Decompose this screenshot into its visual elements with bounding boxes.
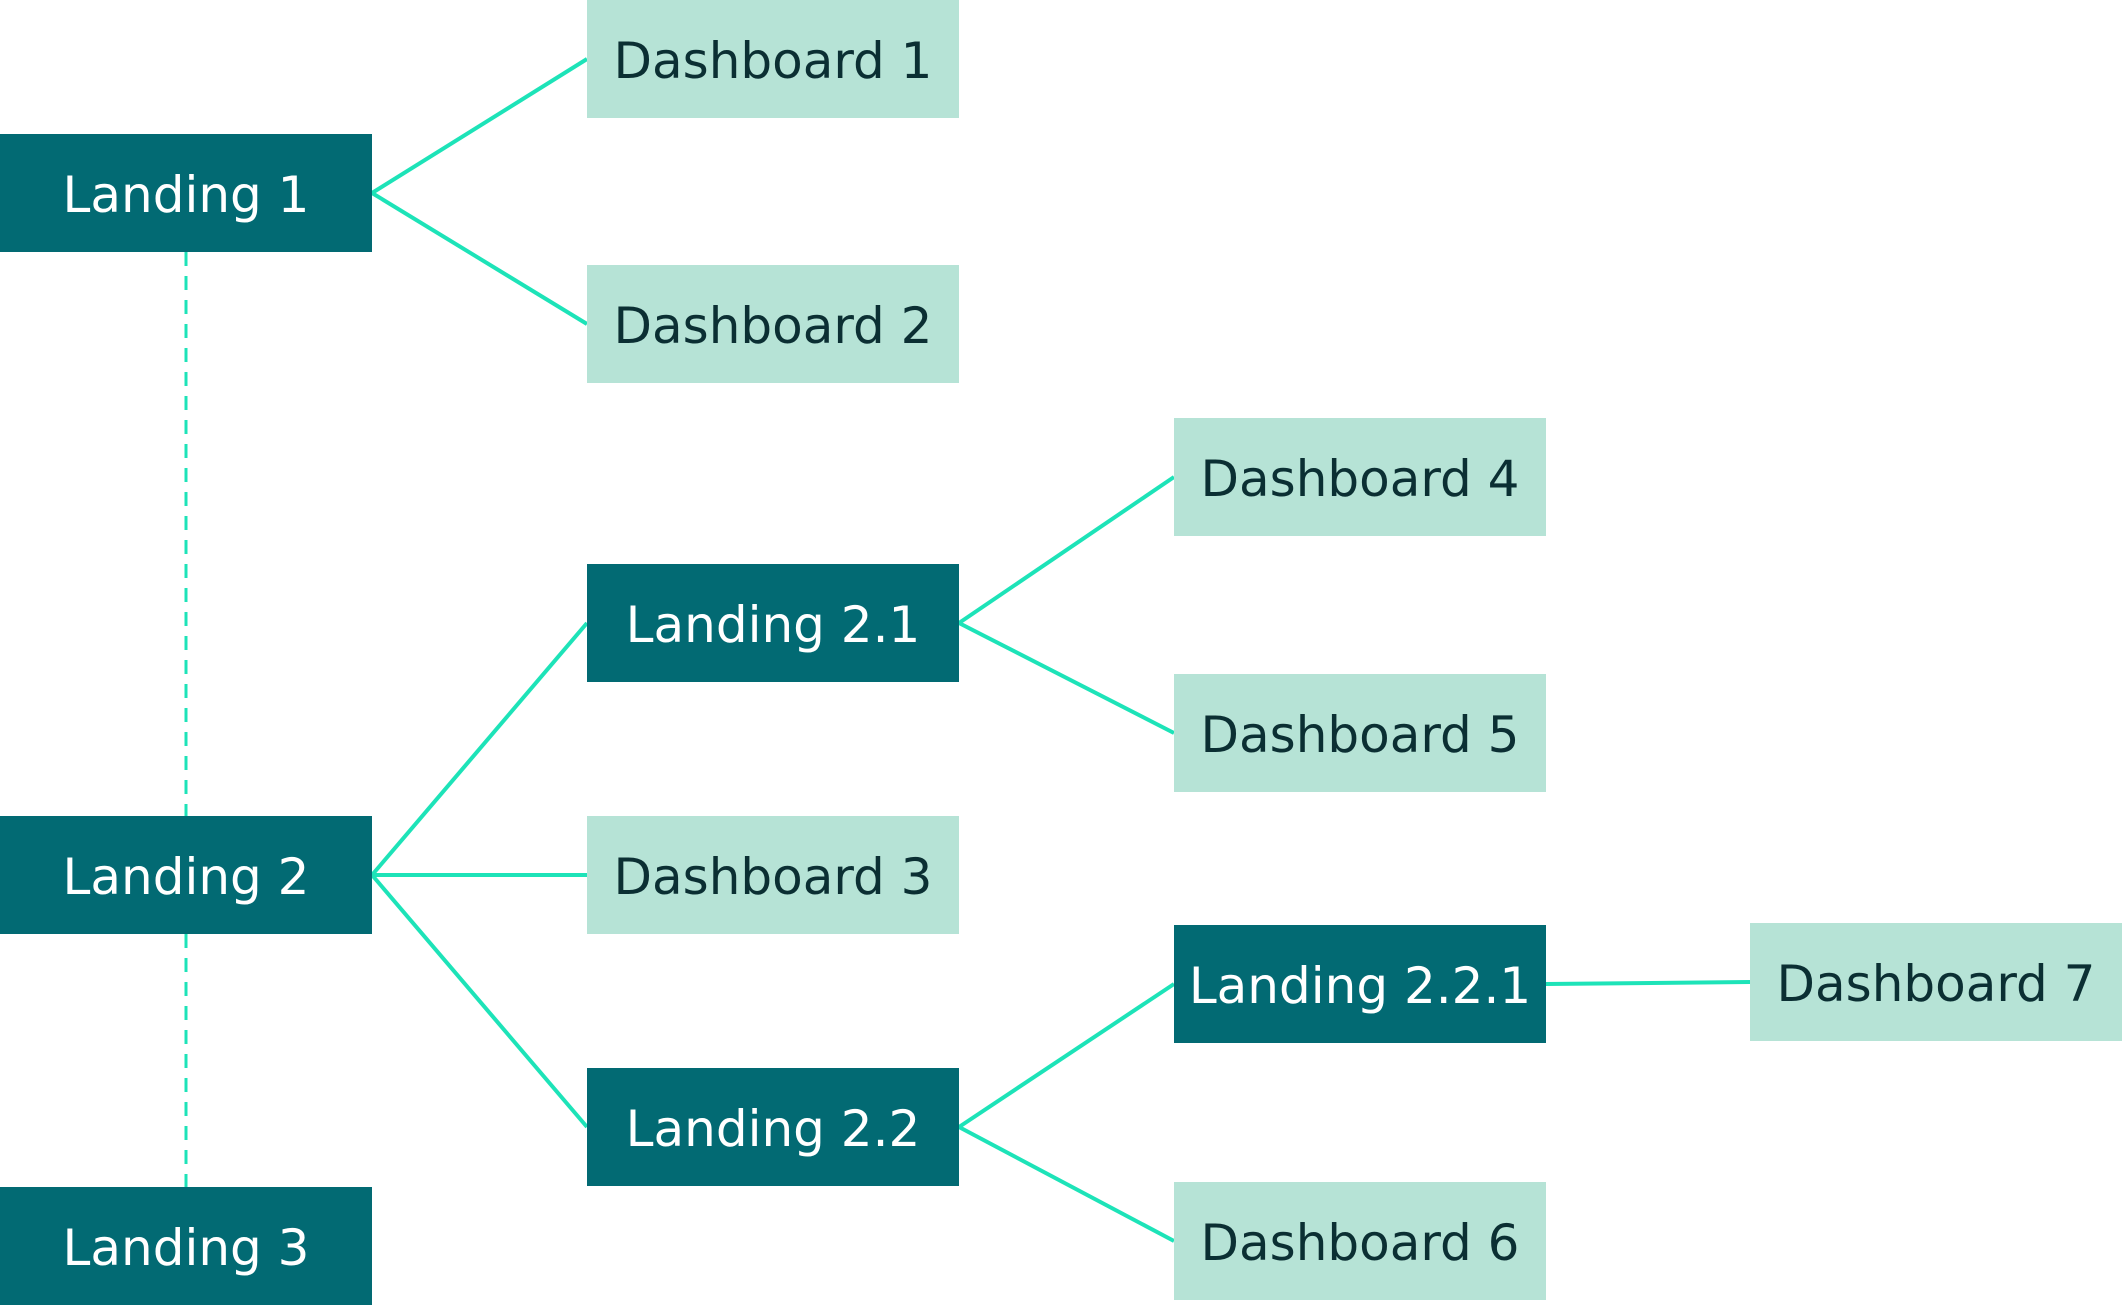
node-dashboard-3: Dashboard 3 <box>587 816 959 934</box>
node-box-dashboard-4 <box>1174 418 1546 536</box>
node-box-dashboard-5 <box>1174 674 1546 792</box>
node-box-landing-2-2 <box>587 1068 959 1186</box>
node-box-landing-2-1 <box>587 564 959 682</box>
node-label-landing-1: Landing 1 <box>63 166 310 224</box>
node-label-landing-2-2-1: Landing 2.2.1 <box>1189 957 1531 1015</box>
connector-landing-2-2-1-to-dashboard-7 <box>1545 980 1751 986</box>
connector-landing-1-to-dashboard-2 <box>370 191 589 326</box>
node-dashboard-2: Dashboard 2 <box>587 265 959 383</box>
node-box-landing-2 <box>0 816 372 934</box>
node-label-landing-2: Landing 2 <box>63 848 310 906</box>
node-box-dashboard-3 <box>587 816 959 934</box>
node-label-landing-3: Landing 3 <box>63 1219 310 1277</box>
node-landing-2-1: Landing 2.1 <box>587 564 959 682</box>
node-box-dashboard-1 <box>587 0 959 118</box>
node-label-dashboard-3: Dashboard 3 <box>614 848 933 906</box>
node-label-dashboard-1: Dashboard 1 <box>614 32 933 90</box>
node-dashboard-4: Dashboard 4 <box>1174 418 1546 536</box>
node-landing-2-2: Landing 2.2 <box>587 1068 959 1186</box>
node-landing-1: Landing 1 <box>0 134 372 252</box>
node-label-dashboard-2: Dashboard 2 <box>614 297 933 355</box>
node-label-dashboard-5: Dashboard 5 <box>1201 706 1520 764</box>
node-landing-2: Landing 2 <box>0 816 372 934</box>
connector-landing-2-to-landing-2-2 <box>370 873 589 1129</box>
node-label-landing-2-2: Landing 2.2 <box>626 1100 921 1158</box>
node-dashboard-1: Dashboard 1 <box>587 0 959 118</box>
node-label-landing-2-1: Landing 2.1 <box>626 596 921 654</box>
node-label-dashboard-4: Dashboard 4 <box>1201 450 1520 508</box>
node-box-dashboard-6 <box>1174 1182 1546 1300</box>
connector-layer <box>184 57 1751 1243</box>
node-landing-3: Landing 3 <box>0 1187 372 1305</box>
node-box-landing-3 <box>0 1187 372 1305</box>
node-box-landing-1 <box>0 134 372 252</box>
connector-landing-2-1-to-dashboard-5 <box>958 621 1175 735</box>
node-box-dashboard-7 <box>1750 923 2122 1041</box>
node-label-dashboard-7: Dashboard 7 <box>1777 955 2096 1013</box>
node-box-landing-2-2-1 <box>1174 925 1546 1043</box>
node-dashboard-5: Dashboard 5 <box>1174 674 1546 792</box>
node-box-dashboard-2 <box>587 265 959 383</box>
connector-landing-2-2-to-dashboard-6 <box>958 1125 1175 1243</box>
connector-landing-2-to-landing-2-1 <box>370 621 589 877</box>
connector-landing-2-2-to-landing-2-2-1 <box>957 982 1176 1129</box>
node-label-dashboard-6: Dashboard 6 <box>1201 1214 1520 1272</box>
node-dashboard-6: Dashboard 6 <box>1174 1182 1546 1300</box>
node-dashboard-7: Dashboard 7 <box>1750 923 2122 1041</box>
connector-landing-1-to-dashboard-1 <box>370 57 589 195</box>
node-landing-2-2-1: Landing 2.2.1 <box>1174 925 1546 1043</box>
connector-landing-2-1-to-dashboard-4 <box>957 475 1176 625</box>
